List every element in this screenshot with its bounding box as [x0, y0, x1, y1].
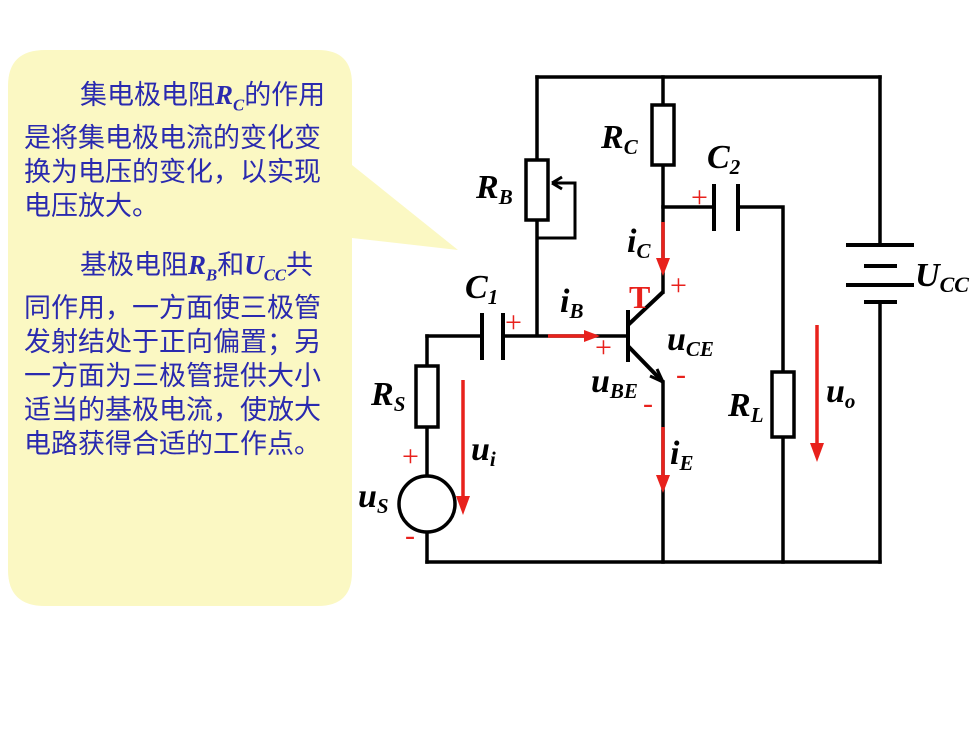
resistor-rl — [770, 370, 796, 439]
label-rc: RC — [600, 119, 639, 159]
resistor-rs — [414, 364, 440, 429]
label-c1: C1 — [465, 269, 498, 309]
transistor-t — [626, 290, 665, 384]
label-us: uS — [358, 478, 389, 518]
resistor-rb — [524, 158, 550, 222]
label-ucc: UCC — [915, 257, 969, 297]
explanation-paragraph-rc: 集电极电阻RC的作用是将集电极电流的变化变换为电压的变化，以实现电压放大。 — [24, 78, 336, 224]
plus-sign-c1: + — [505, 306, 522, 339]
label-ie: iE — [670, 435, 693, 475]
note-text: 集电极电阻 — [80, 80, 215, 111]
note-text: 共同作用，一方面使三极管发射结处于正向偏置；另一方面为三极管提供大小适当的基极电… — [24, 250, 321, 461]
resistor-rc — [650, 103, 676, 167]
note-text: 基极电阻 — [80, 250, 188, 281]
ib-arrow-head — [584, 330, 600, 342]
ie-arrow-head — [656, 475, 670, 493]
battery-ucc — [846, 243, 914, 304]
capacitor-c2 — [712, 184, 740, 231]
label-ube: uBE — [591, 363, 638, 403]
rc-symbol: RC — [215, 80, 245, 115]
callout-shape — [8, 50, 458, 606]
label-c2: C2 — [707, 139, 741, 179]
explanation-paragraph-rb: 基极电阻RB和UCC共同作用，一方面使三极管发射结处于正向偏置；另一方面为三极管… — [24, 248, 336, 462]
label-rl: RL — [727, 387, 764, 427]
plus-sign-c2: + — [691, 181, 708, 214]
ic-arrow-head — [656, 258, 670, 276]
label-uo: uo — [826, 373, 855, 413]
label-ic: iC — [627, 223, 651, 263]
note-text: 和 — [217, 250, 245, 281]
ui-arrow-head — [456, 496, 470, 515]
ucc-symbol: UCC — [244, 250, 287, 285]
rb-wiper-arrow — [537, 175, 577, 240]
plus-sign-us: + — [402, 440, 419, 473]
signal-source-us — [397, 474, 457, 534]
label-ui: ui — [471, 431, 496, 471]
minus-sign-uce: - — [676, 358, 686, 391]
label-rb: RB — [475, 169, 513, 209]
label-ib: iB — [560, 283, 583, 323]
label-uce: uCE — [667, 321, 714, 361]
transistor-label: T — [629, 279, 650, 315]
plus-sign-ube: + — [595, 331, 612, 364]
plus-sign-uce: + — [670, 269, 687, 302]
minus-sign-ube: - — [643, 387, 653, 420]
circuit-wires — [425, 75, 882, 564]
note-text: 的作用是将集电极电流的变化变换为电压的变化，以实现电压放大。 — [24, 80, 326, 223]
signal-arrows — [456, 222, 824, 515]
uo-arrow-head — [810, 443, 824, 462]
capacitor-c1 — [480, 313, 505, 360]
label-rs: RS — [370, 376, 405, 416]
minus-sign-us: - — [405, 519, 415, 552]
rb-symbol: RB — [188, 250, 218, 285]
